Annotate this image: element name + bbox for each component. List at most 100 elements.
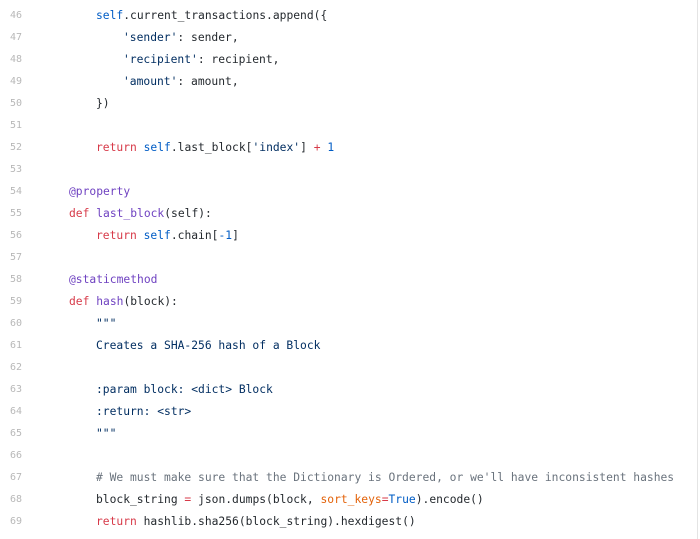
code-text: :return: <str> bbox=[96, 401, 191, 423]
code-line: 47 'sender': sender, bbox=[0, 27, 697, 49]
line-number: 51 bbox=[9, 120, 22, 131]
code-line: 58 @staticmethod bbox=[0, 269, 697, 291]
code-token: ] bbox=[232, 229, 239, 242]
code-token bbox=[137, 141, 144, 154]
code-text: # We must make sure that the Dictionary … bbox=[96, 467, 674, 489]
code-token: @property bbox=[69, 185, 131, 198]
code-line: 51 bbox=[0, 115, 697, 137]
code-line: 49 'amount': amount, bbox=[0, 71, 697, 93]
code-text: 'recipient': recipient, bbox=[123, 49, 279, 71]
code-text: return hashlib.sha256(block_string).hexd… bbox=[96, 511, 416, 533]
code-token: .chain[ bbox=[170, 229, 219, 242]
line-number: 60 bbox=[9, 318, 22, 329]
code-token: return bbox=[96, 515, 137, 528]
code-token: json.dumps(block, bbox=[191, 493, 321, 506]
code-token: self bbox=[143, 141, 171, 154]
code-line: 55 def last_block(self): bbox=[0, 203, 697, 225]
line-number: 58 bbox=[9, 274, 22, 285]
code-text: """ bbox=[96, 423, 116, 445]
code-line: 54 @property bbox=[0, 181, 697, 203]
line-number: 68 bbox=[9, 494, 22, 505]
code-token: 'index' bbox=[252, 141, 301, 154]
line-number: 46 bbox=[9, 10, 22, 21]
code-token: 'recipient' bbox=[123, 53, 198, 66]
code-text: 'amount': amount, bbox=[123, 71, 239, 93]
code-token: self bbox=[143, 229, 171, 242]
line-number: 48 bbox=[9, 54, 22, 65]
code-token: True bbox=[388, 493, 416, 506]
code-text: Creates a SHA-256 hash of a Block bbox=[96, 335, 320, 357]
code-token: :return: <str> bbox=[96, 405, 192, 418]
code-token: }) bbox=[96, 97, 110, 110]
code-token: 1 bbox=[327, 141, 335, 154]
code-token: def bbox=[69, 207, 90, 220]
line-number: 65 bbox=[9, 428, 22, 439]
line-number: 62 bbox=[9, 362, 22, 373]
line-number: 59 bbox=[9, 296, 22, 307]
code-text: :param block: <dict> Block bbox=[96, 379, 273, 401]
line-number: 56 bbox=[9, 230, 22, 241]
code-line: 53 bbox=[0, 159, 697, 181]
code-token: .last_block[ bbox=[170, 141, 253, 154]
code-line: 67 # We must make sure that the Dictionar… bbox=[0, 467, 697, 489]
code-line: 60""" bbox=[0, 313, 697, 335]
code-token: @staticmethod bbox=[69, 273, 158, 286]
code-text: block_string = json.dumps(block, sort_ke… bbox=[96, 489, 484, 511]
line-number: 55 bbox=[9, 208, 22, 219]
code-text: self.current_transactions.append({ bbox=[96, 5, 327, 27]
line-number: 61 bbox=[9, 340, 22, 351]
code-text: return self.last_block['index'] + 1 bbox=[96, 137, 334, 159]
line-number: 66 bbox=[9, 450, 22, 461]
code-token: # We must make sure that the Dictionary … bbox=[96, 471, 675, 484]
code-line: 68 block_string = json.dumps(block, sort_… bbox=[0, 489, 697, 511]
code-token: .current_transactions.append({ bbox=[123, 9, 328, 22]
code-line: 61 Creates a SHA-256 hash of a Block bbox=[0, 335, 697, 357]
code-line: 65 """ bbox=[0, 423, 697, 445]
code-line: 46 self.current_transactions.append({ bbox=[0, 5, 697, 27]
code-token: self bbox=[96, 9, 124, 22]
code-text: return self.chain[-1] bbox=[96, 225, 239, 247]
code-token: = bbox=[381, 493, 389, 506]
code-token: """ bbox=[96, 427, 117, 440]
code-line: 57 bbox=[0, 247, 697, 269]
code-token: = bbox=[184, 493, 192, 506]
line-number: 49 bbox=[9, 76, 22, 87]
code-line: 66 bbox=[0, 445, 697, 467]
code-token: block_string bbox=[96, 493, 185, 506]
line-number: 54 bbox=[9, 186, 22, 197]
line-number: 57 bbox=[9, 252, 22, 263]
line-number: 50 bbox=[9, 98, 22, 109]
code-token bbox=[137, 229, 144, 242]
code-token: hashlib.sha256(block_string).hexdigest() bbox=[136, 515, 416, 528]
code-token: last_block bbox=[96, 207, 165, 220]
line-number: 52 bbox=[9, 142, 22, 153]
code-text: 'sender': sender, bbox=[123, 27, 239, 49]
code-token: 'amount' bbox=[123, 75, 178, 88]
code-line: 48 'recipient': recipient, bbox=[0, 49, 697, 71]
code-token: (self): bbox=[164, 207, 212, 220]
code-line: 52 return self.last_block['index'] + 1 bbox=[0, 137, 697, 159]
code-token: ).encode() bbox=[415, 493, 484, 506]
code-token: sort_keys bbox=[320, 493, 382, 506]
code-text: @property bbox=[69, 181, 130, 203]
code-token: : amount, bbox=[177, 75, 239, 88]
code-token: :param block: <dict> Block bbox=[96, 383, 273, 396]
code-token: return bbox=[96, 229, 137, 242]
code-line: 56 return self.chain[-1] bbox=[0, 225, 697, 247]
code-line: 64 :return: <str> bbox=[0, 401, 697, 423]
code-token: hash bbox=[96, 295, 124, 308]
code-token: def bbox=[69, 295, 90, 308]
code-token: ] bbox=[300, 141, 314, 154]
line-number: 47 bbox=[9, 32, 22, 43]
code-token: -1 bbox=[218, 229, 233, 242]
code-token: (block): bbox=[123, 295, 178, 308]
code-line: 62 bbox=[0, 357, 697, 379]
code-token: : sender, bbox=[177, 31, 239, 44]
code-token: + bbox=[313, 141, 321, 154]
line-number: 67 bbox=[9, 472, 22, 483]
code-text: def last_block(self): bbox=[69, 203, 212, 225]
line-number: 63 bbox=[9, 384, 22, 395]
line-number: 64 bbox=[9, 406, 22, 417]
